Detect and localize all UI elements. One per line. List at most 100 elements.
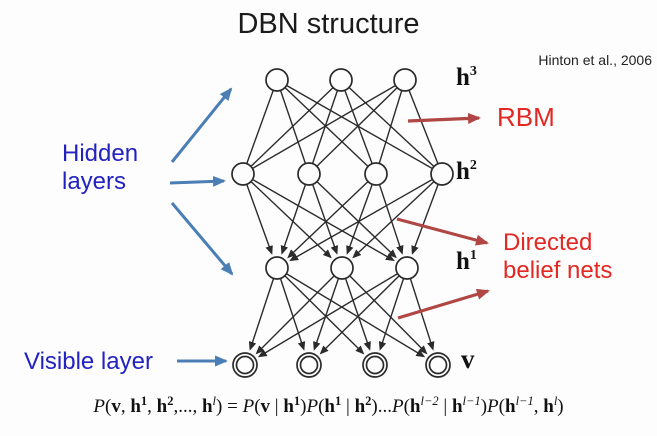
formula-segment: h [354,396,366,417]
rbm-label: RBM [497,102,555,132]
layer-label-h2-sup: 2 [469,158,477,173]
network-nodes [231,68,454,378]
formula-segment: h [201,396,213,417]
directed-edge [242,173,395,262]
directed-edge [378,267,408,351]
hidden-arrow-top [170,87,233,163]
layer-label-v-base: v [461,344,475,374]
layer-label-h1: h1 [456,248,477,276]
directed-edge [255,267,343,355]
formula-segment: ,..., [173,396,202,417]
directed-edge [242,173,273,255]
directed-belief-nets-label: Directed belief nets [503,229,612,285]
directed-edge [248,267,278,351]
layer-label-h1-sup: 1 [469,248,477,263]
formula-segment: 1 [335,394,342,408]
formula-segment: h [504,396,516,417]
directed-edge [276,267,426,358]
undirected-edge [308,79,406,175]
formula-segment: l−1 [515,394,534,408]
formula-segment: ) [557,396,564,417]
page-title: DBN structure [237,8,420,40]
undirected-edge [242,79,406,175]
network-node-h3 [393,68,417,92]
network-node-h1 [395,256,419,280]
formula-segment: ( [254,396,261,417]
formula-segment: h [324,396,335,417]
formula-segment: P [93,396,105,417]
formula-segment: l [553,394,558,408]
network-node-h1 [330,256,354,280]
formula-segment: l−2 [420,394,439,408]
undirected-edge [242,79,342,175]
citation-text: Hinton et al., 2006 [538,52,652,68]
directed-edge [257,267,408,358]
directed-edge [313,267,343,351]
directed-arrow-upper [396,217,489,246]
directed-edge [352,173,443,259]
hidden-layers-label: Hidden layers [62,140,138,196]
formula-segment: v [111,396,121,417]
undirected-edge [242,79,278,175]
formula-segment: l−1 [462,394,481,408]
formula-segment: h [156,396,168,417]
network-node-h1 [265,256,289,280]
formula-segment: 1 [140,394,148,408]
network-node-h2 [430,162,454,186]
hidden-arrow-middle [169,175,226,187]
formula-segment: )... [371,396,392,417]
formula-segment: v [260,396,271,417]
directed-edge [289,173,443,262]
directed-edge [411,173,443,255]
network-node-v-inner-ring [428,355,448,375]
layer-label-h2: h2 [456,158,477,186]
layer-label-h3-sup: 3 [469,64,477,79]
formula-segment: ( [104,396,112,417]
directed-edge [276,267,365,355]
hidden-arrow-bottom [170,202,234,276]
directed-line2: belief nets [503,257,613,284]
directed-arrow-lower [397,288,490,320]
network-node-v-inner-ring [299,355,319,375]
formula-segment: P [487,396,499,417]
formula-segment: h [451,396,463,417]
network-node-h2 [364,162,388,186]
directed-edge [276,267,306,351]
undirected-edge [375,79,406,175]
formula-segment: l [212,394,217,408]
undirected-edge [276,79,377,175]
directed-line1: Directed [503,229,593,256]
undirected-edge [340,79,377,175]
formula-segment: ( [498,396,505,417]
undirected-edge [340,79,443,175]
directed-edge [375,173,404,255]
formula-segment: P [242,396,255,417]
layer-label-h3: h3 [456,64,477,92]
formula-segment: ) [300,396,307,417]
formula-segment: , [533,396,544,417]
visible-layer-label: Visible layer [24,348,153,375]
formula-segment: ( [403,396,410,417]
formula: P(v, h1, h2,..., hl) = P(v | h1)P(h1 | h… [0,394,657,418]
formula-segment: ) [480,396,488,417]
directed-edge [242,173,332,259]
formula-segment: 2 [365,394,372,408]
network-node-h2 [297,162,321,186]
network-node-h3 [329,68,353,92]
rbm-arrow [407,112,481,124]
annotation-arrows [169,87,490,367]
formula-segment: h [130,396,141,417]
formula-segment: | [341,396,355,417]
directed-edge [308,173,338,255]
layer-label-h3-base: h [456,64,470,91]
formula-segment: P [306,396,319,417]
hidden-layers-line2: layers [62,168,127,195]
directed-edge [319,267,408,355]
formula-segment: | [438,396,452,417]
formula-segment: ) = [216,396,243,417]
formula-segment: , [147,396,157,417]
directed-edge [346,173,377,255]
formula-segment: ( [318,396,325,417]
